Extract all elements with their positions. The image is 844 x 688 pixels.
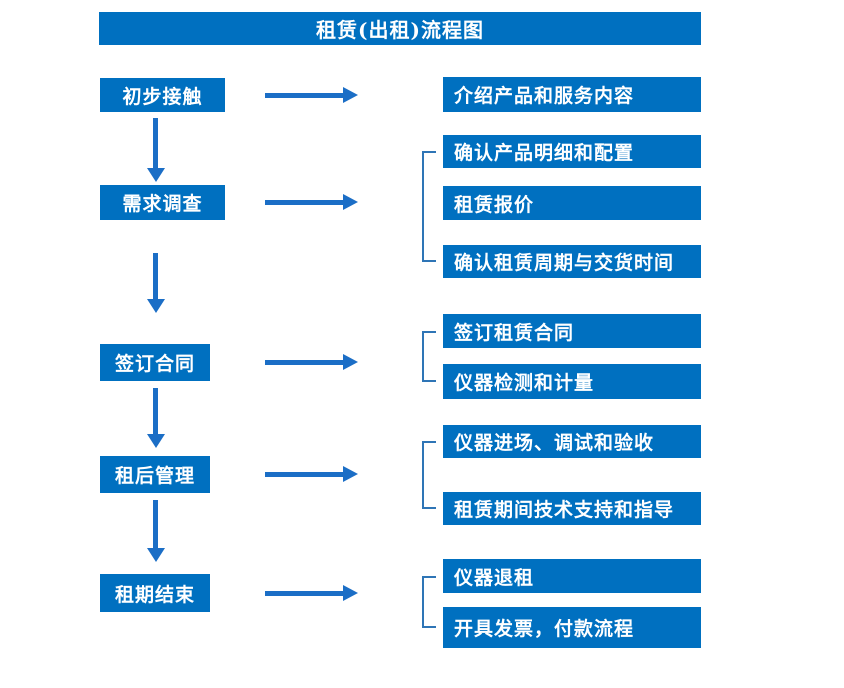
output-box-instrument-setup: 仪器进场、调试和验收 bbox=[443, 425, 701, 458]
output-box-sign-rental-contract: 签订租赁合同 bbox=[443, 314, 701, 348]
right-arrow-2 bbox=[265, 194, 358, 210]
down-arrow-4 bbox=[146, 500, 165, 562]
step-box-post-rental-mgmt: 租后管理 bbox=[100, 456, 210, 493]
bracket-sign-contract bbox=[422, 331, 436, 382]
bracket-post-rental-mgmt bbox=[422, 441, 436, 509]
right-arrow-3 bbox=[265, 354, 358, 370]
output-box-confirm-period-delivery: 确认租赁周期与交货时间 bbox=[443, 245, 701, 278]
output-box-invoice-payment: 开具发票，付款流程 bbox=[443, 607, 701, 648]
bracket-rental-end bbox=[422, 576, 436, 628]
output-box-tech-support: 租赁期间技术支持和指导 bbox=[443, 492, 701, 525]
output-box-introduce-products: 介绍产品和服务内容 bbox=[443, 77, 701, 112]
output-box-instrument-testing: 仪器检测和计量 bbox=[443, 364, 701, 399]
output-box-rental-quotation: 租赁报价 bbox=[443, 186, 701, 220]
flowchart-title: 租赁(出租)流程图 bbox=[99, 12, 701, 45]
right-arrow-5 bbox=[265, 585, 358, 601]
step-box-sign-contract: 签订合同 bbox=[100, 344, 210, 381]
step-box-rental-end: 租期结束 bbox=[100, 574, 210, 612]
right-arrow-4 bbox=[265, 466, 358, 482]
right-arrow-1 bbox=[265, 87, 358, 103]
step-box-initial-contact: 初步接触 bbox=[100, 78, 225, 112]
output-box-instrument-return: 仪器退租 bbox=[443, 559, 701, 593]
output-box-confirm-product-config: 确认产品明细和配置 bbox=[443, 135, 701, 168]
bracket-demand-survey bbox=[422, 151, 436, 262]
step-box-demand-survey: 需求调查 bbox=[100, 185, 225, 220]
down-arrow-2 bbox=[146, 253, 165, 313]
down-arrow-1 bbox=[146, 118, 165, 182]
down-arrow-3 bbox=[146, 388, 165, 448]
